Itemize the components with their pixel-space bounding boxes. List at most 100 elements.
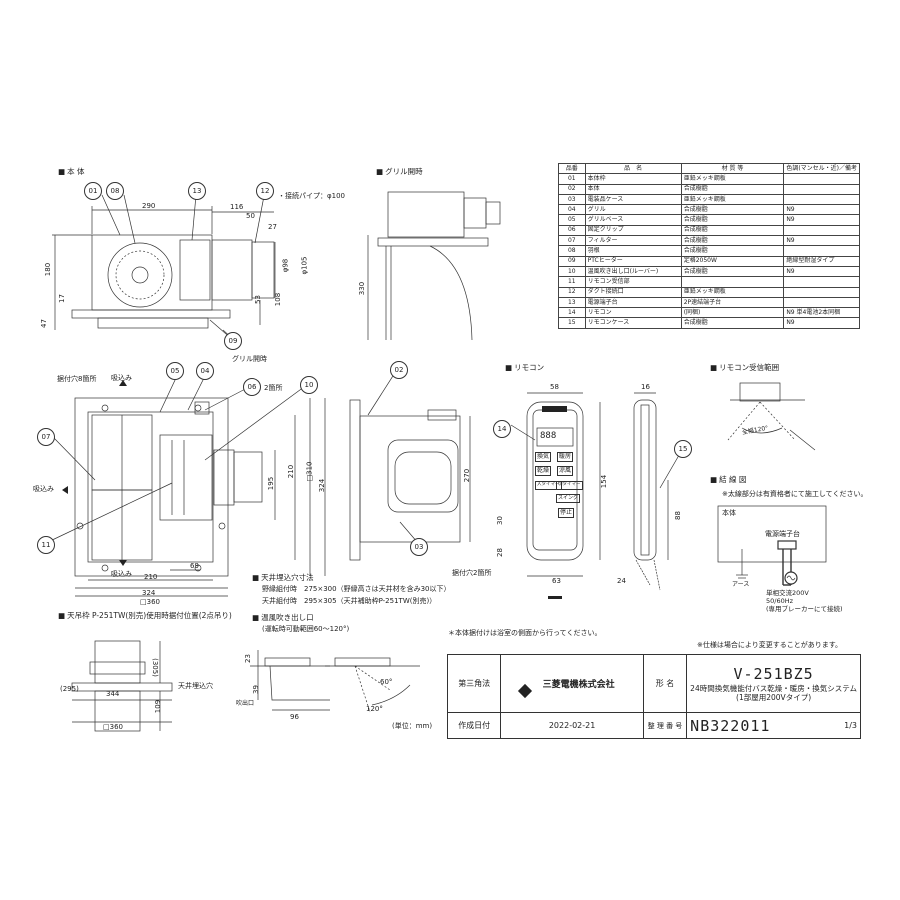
dim-39: 39 bbox=[251, 685, 260, 694]
dim-16: 16 bbox=[641, 383, 650, 391]
callout-15: 15 bbox=[674, 440, 692, 458]
part-color: N9 bbox=[783, 214, 860, 226]
wiring-terminal bbox=[777, 540, 797, 550]
remote-case-outline bbox=[526, 401, 584, 561]
drawing-number: NB322011 bbox=[690, 716, 771, 735]
part-name: ダクト接続口 bbox=[584, 286, 682, 298]
remote-btn-on-timer: 入タイマー bbox=[535, 481, 562, 490]
dim-88: 88 bbox=[673, 511, 682, 520]
dim-58: 58 bbox=[550, 383, 559, 391]
dim-phi98: φ98 bbox=[281, 258, 290, 273]
remote-btn-vent: 換気 bbox=[535, 452, 552, 462]
parts-header-row: 品番 品 名 材 質 等 色調(マンセル・近)／備考 bbox=[558, 162, 860, 175]
part-name: 電源端子台 bbox=[584, 296, 682, 309]
number-label: 整 理 番 号 bbox=[642, 712, 688, 739]
dim-180: 180 bbox=[44, 262, 53, 277]
part-color bbox=[783, 245, 860, 257]
angle-120: 120° bbox=[366, 705, 383, 713]
part-no: 12 bbox=[558, 286, 586, 298]
part-color bbox=[783, 276, 860, 288]
part-color: N9 単4電池2本同梱 bbox=[783, 307, 860, 319]
parts-header-name: 品 名 bbox=[584, 162, 682, 175]
dim-30: 30 bbox=[495, 516, 504, 525]
part-no: 01 bbox=[558, 173, 586, 185]
remote-side-view bbox=[633, 399, 657, 561]
unit-note: (単位：mm) bbox=[392, 722, 433, 730]
grille-open-body bbox=[387, 191, 465, 238]
clip-count-note: 2箇所 bbox=[264, 384, 283, 392]
part-material: 2P速結端子台 bbox=[680, 296, 785, 309]
model-description: 24時間換気機能付バス乾燥・暖房・換気システム bbox=[690, 683, 857, 693]
outlet-range-note: (運転時可動範囲60～120°) bbox=[262, 625, 350, 633]
part-color bbox=[783, 183, 860, 195]
part-material bbox=[680, 276, 785, 288]
part-no: 15 bbox=[558, 317, 586, 329]
plan-outer-frame bbox=[74, 397, 229, 577]
part-material: 亜鉛メッキ鋼板 bbox=[680, 286, 785, 298]
part-no: 10 bbox=[558, 265, 586, 278]
dim-53: 53 bbox=[253, 295, 262, 304]
callout-01: 01 bbox=[84, 182, 102, 200]
part-color bbox=[783, 296, 860, 309]
dim-210-v: 210 bbox=[287, 464, 296, 479]
inlet-arrow-top-icon bbox=[119, 380, 127, 386]
duct-connector bbox=[251, 241, 275, 299]
part-color bbox=[783, 193, 860, 206]
dim-17: 17 bbox=[57, 294, 66, 303]
ceiling-hole-label: 天井埋込穴 bbox=[178, 682, 213, 690]
wiring-power: 単相交流200V 50/60Hz (専用ブレーカーにて接続) bbox=[766, 589, 843, 614]
callout-13: 13 bbox=[188, 182, 206, 200]
part-name: グリルベース bbox=[584, 214, 682, 226]
dim-324-h: 324 bbox=[142, 589, 156, 597]
dim-50: 50 bbox=[246, 212, 255, 220]
dim-290: 290 bbox=[142, 202, 156, 210]
part-color bbox=[783, 173, 860, 185]
dim-28: 28 bbox=[495, 548, 504, 557]
part-color: N9 bbox=[783, 204, 860, 216]
part-name: 電装品ケース bbox=[584, 193, 682, 206]
dim-phi105: φ105 bbox=[300, 256, 309, 275]
part-name: リモコンケース bbox=[584, 317, 682, 329]
dim-344: 344 bbox=[106, 690, 120, 698]
section-grille-open: グリル開時 bbox=[376, 168, 423, 176]
part-no: 08 bbox=[558, 245, 586, 257]
dim-324-v: 324 bbox=[318, 478, 327, 493]
mount-holes-note: 据付穴8箇所 bbox=[57, 375, 97, 383]
part-material: (同梱) bbox=[680, 307, 785, 319]
side-panel bbox=[349, 399, 361, 561]
inlet-arrow-left-icon bbox=[62, 486, 68, 494]
page-number: 1/3 bbox=[844, 720, 857, 730]
callout-10: 10 bbox=[300, 376, 318, 394]
callout-07: 07 bbox=[37, 428, 55, 446]
part-color bbox=[783, 224, 860, 237]
remote-btn-heat: 暖房 bbox=[557, 452, 574, 462]
model-number: V-251BZ5 bbox=[733, 664, 814, 683]
dim-27: 27 bbox=[268, 223, 277, 231]
model-label: 形 名 bbox=[642, 654, 688, 713]
callout-09: 09 bbox=[224, 332, 242, 350]
callout-06: 06 bbox=[243, 378, 261, 396]
callout-08: 08 bbox=[106, 182, 124, 200]
dim-154: 154 bbox=[600, 474, 609, 489]
inlet-left-label: 吸込み bbox=[33, 485, 54, 493]
ceiling-opening-line1: 野縁組付時 275×300（野縁高さは天井材を含み30以下） bbox=[262, 585, 451, 593]
part-material: 合成樹脂 bbox=[680, 224, 785, 237]
bath-install-note: ＊本体据付けは浴室の側面から行ってください。 bbox=[448, 629, 602, 637]
part-material: 合成樹脂 bbox=[680, 214, 785, 226]
part-name: グリル bbox=[584, 204, 682, 216]
dim-116: 116 bbox=[230, 203, 244, 211]
angle-60: 60° bbox=[380, 678, 393, 686]
dim-63: 63 bbox=[552, 577, 561, 585]
plan-duct bbox=[233, 451, 263, 503]
callout-05: 05 bbox=[166, 362, 184, 380]
section-ceiling-opening: 天井埋込穴寸法 bbox=[252, 574, 314, 582]
